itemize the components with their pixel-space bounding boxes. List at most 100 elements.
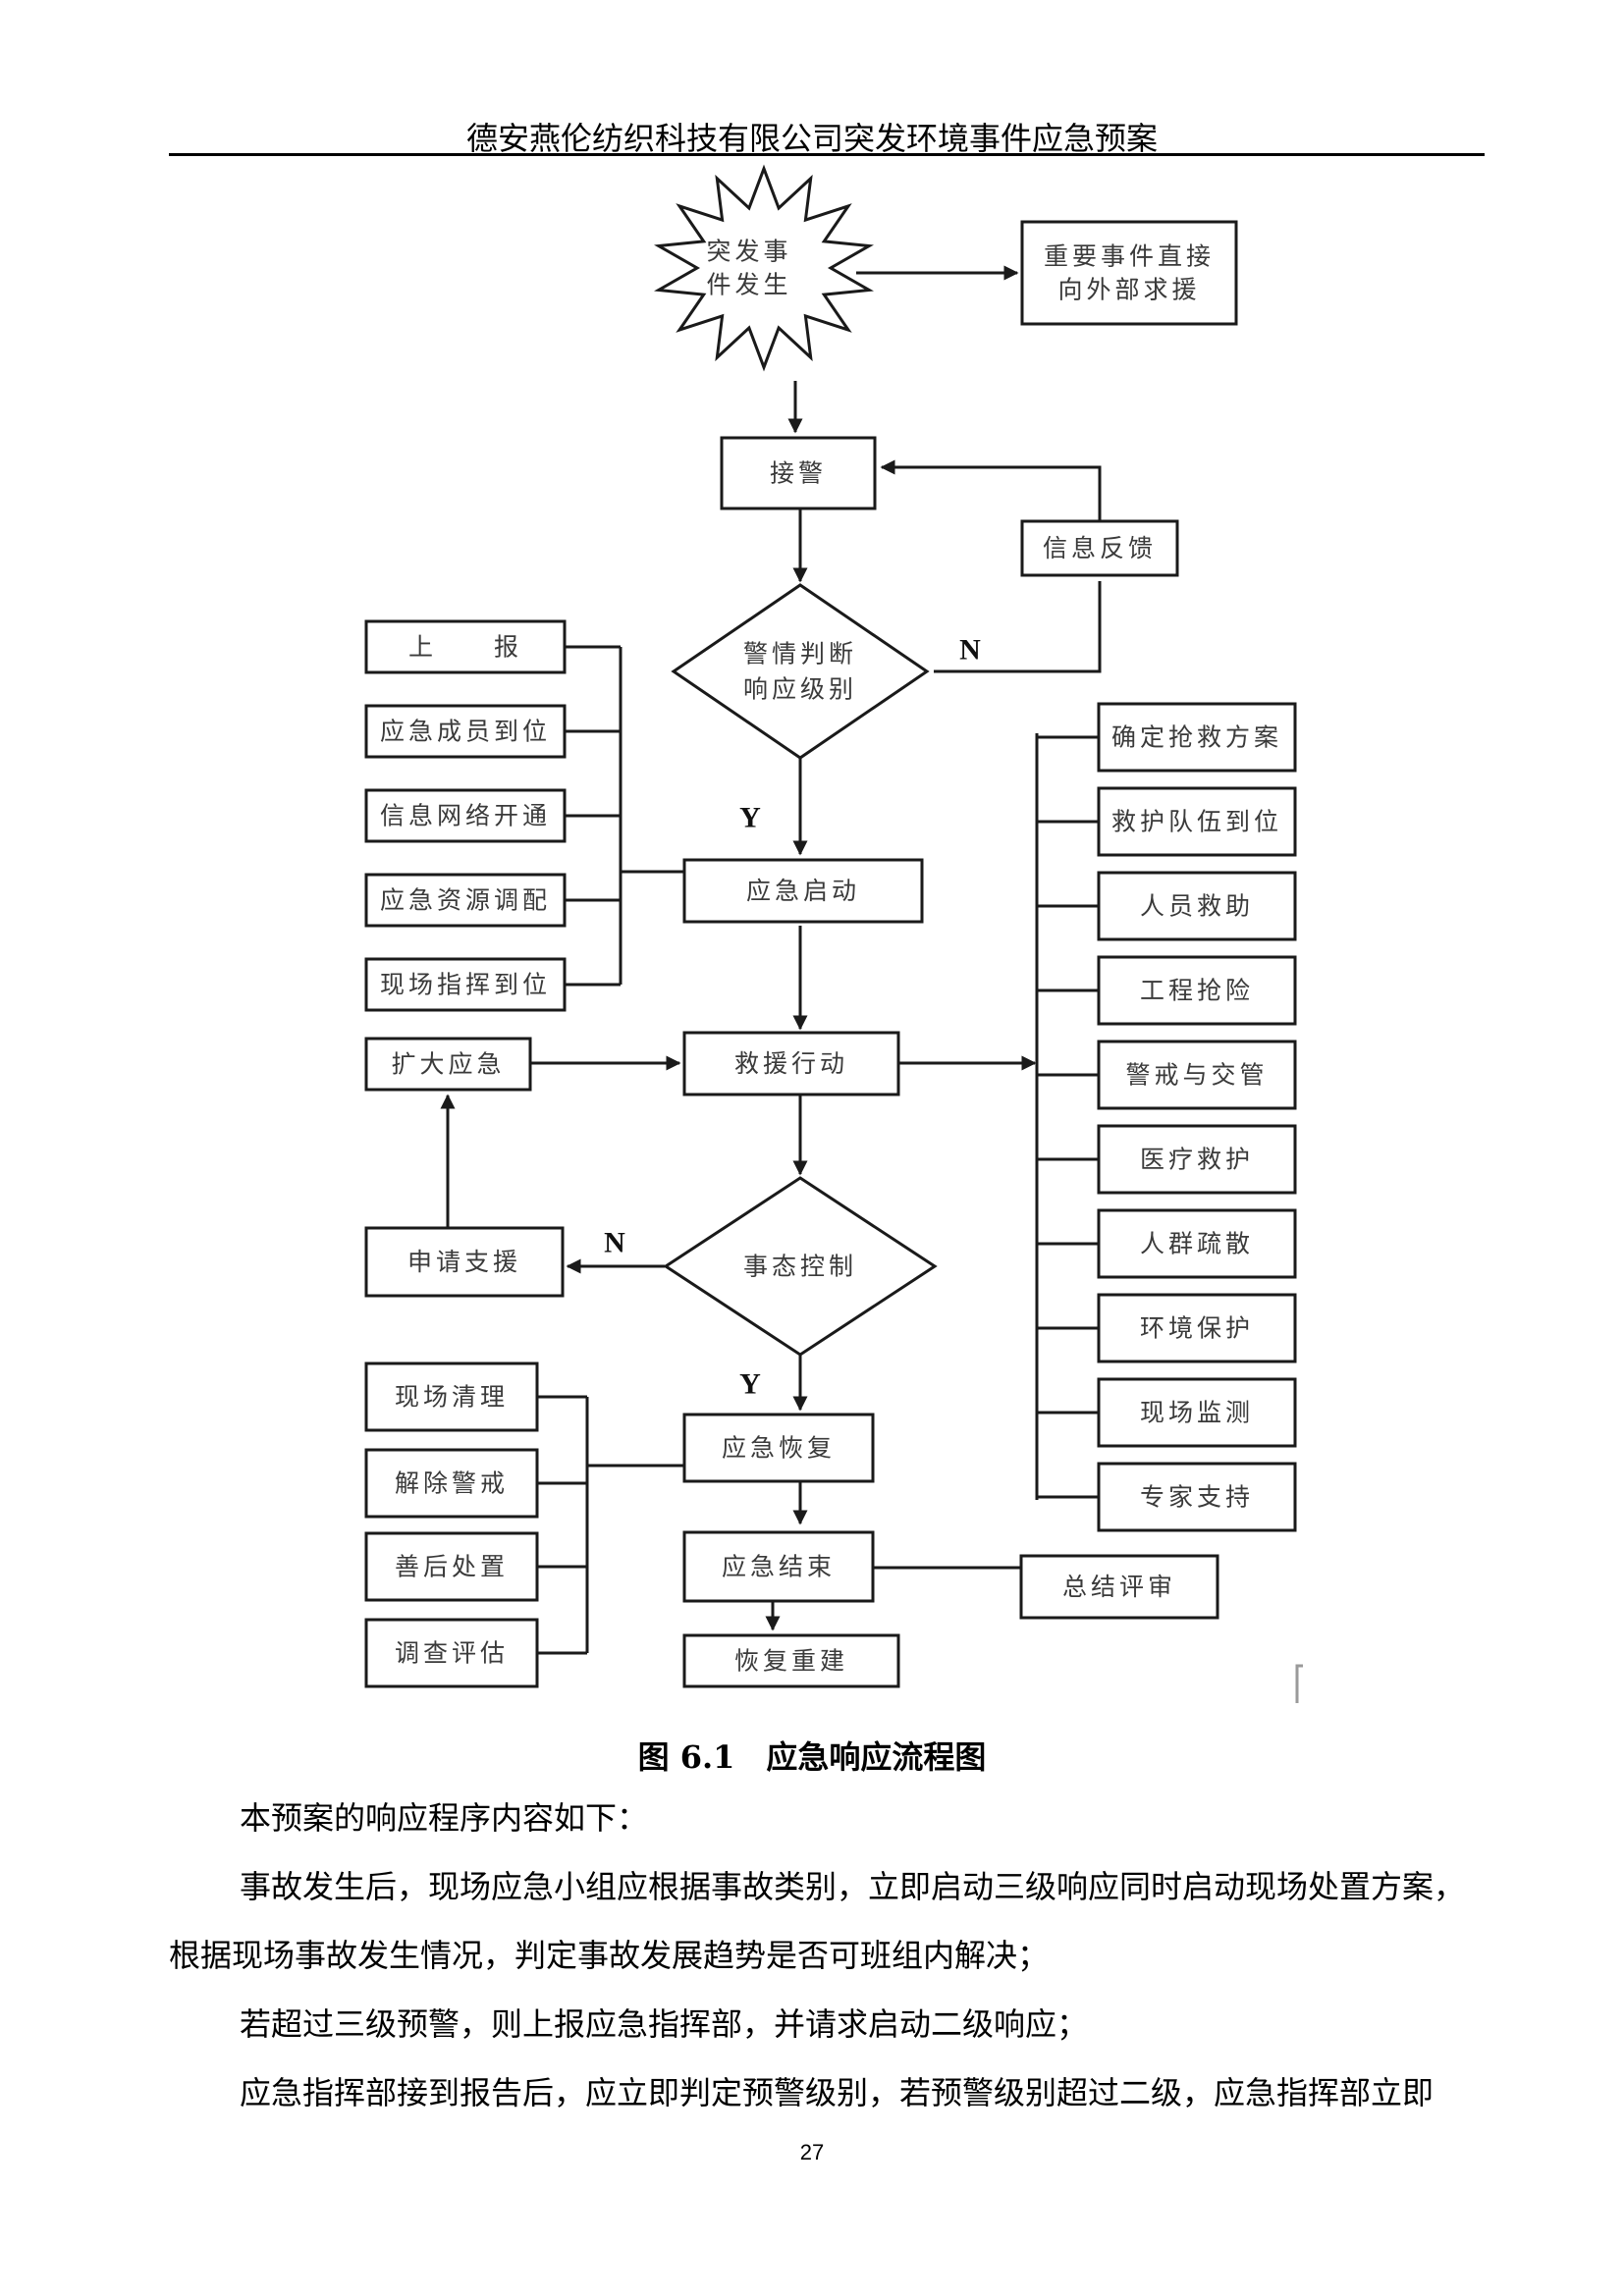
rescue-box-shape [682,1031,900,1096]
rescue-task-2-shape [1097,786,1297,857]
paragraph-4: 应急指挥部接到报告后，应立即判定预警级别，若预警级别超过二级，应急指挥部立即 [240,2074,1435,2111]
recovery-box-shape [682,1413,875,1483]
external-help-box-shape [1020,220,1238,326]
rescue-task-6-shape [1097,1124,1297,1195]
line-judge-no-to-feedback [934,581,1102,673]
recovery-rebuild-box-shape [682,1633,900,1688]
summary-review-box-shape [1019,1554,1219,1620]
paragraph-1: 本预案的响应程序内容如下： [240,1799,649,1837]
page-number: 27 [799,2140,825,2164]
header-rule [169,153,1485,156]
rescue-task-5: 警戒与交管 [1097,1040,1297,1110]
yes-label-control: Y [739,1368,761,1401]
no-label-judge: N [959,634,981,667]
launch-task-5: 现场指挥到位 [364,957,567,1012]
rescue-task-5-shape [1097,1040,1297,1110]
paragraph-2-line-1: 事故发生后，现场应急小组应根据事故类别，立即启动三级响应同时启动现场处置方案， [240,1868,1466,1905]
rescue-task-3-shape [1097,871,1297,941]
launch-task-2-shape [364,704,567,759]
rescue-task-4-label: 工程抢险 [1140,977,1254,1005]
summary-review-box-label: 总结评审 [1062,1573,1176,1601]
judge-decision-label: 警情判断 [743,640,857,668]
start-event-label: 件发生 [706,271,791,299]
control-decision-shape [663,1176,938,1357]
paragraph-2-line-2: 根据现场事故发生情况，判定事故发展趋势是否可班组内解决； [169,1937,1050,1974]
rescue-task-7-label: 人群疏散 [1140,1230,1254,1258]
recovery-task-4-label: 调查评估 [395,1639,509,1668]
recovery-task-1-label: 现场清理 [395,1383,509,1412]
rescue-box: 救援行动 [682,1031,900,1096]
launch-box-label: 应急启动 [746,877,860,905]
external-help-box-label: 重要事件直接 [1044,242,1215,271]
launch-task-2: 应急成员到位 [364,704,567,759]
info-feedback-box-shape [1020,519,1179,577]
recovery-rebuild-box: 恢复重建 [682,1633,900,1688]
arrow-feedback-to-receive [880,459,1102,521]
rescue-task-8-shape [1097,1293,1297,1363]
document-header-title: 德安燕伦纺织科技有限公司突发环境事件应急预案 [465,120,1158,157]
rescue-task-9: 现场监测 [1097,1377,1297,1448]
recovery-task-2-shape [364,1448,539,1519]
launch-task-3-label: 信息网络开通 [380,802,551,830]
paragraph-3: 若超过三级预警，则上报应急指挥部，并请求启动二级响应； [240,2005,1089,2043]
rescue-task-7-shape [1097,1208,1297,1279]
receive-alarm-box: 接警 [720,436,877,510]
rescue-task-8-label: 环境保护 [1140,1314,1254,1343]
rescue-task-10-label: 专家支持 [1140,1483,1254,1512]
launch-box-shape [682,858,924,924]
rescue-task-6: 医疗救护 [1097,1124,1297,1195]
emergency-end-box-label: 应急结束 [722,1553,836,1581]
emergency-end-box-shape [682,1530,875,1603]
receive-alarm-box-shape [720,436,877,510]
info-feedback-box: 信息反馈 [1020,519,1179,577]
judge-decision-label: 响应级别 [743,675,857,704]
launch-task-4-shape [364,873,567,928]
expand-emergency-box-shape [364,1037,532,1092]
rescue-task-10-shape [1097,1462,1297,1532]
expand-emergency-box-label: 扩大应急 [391,1050,505,1079]
yes-label-judge: Y [739,802,761,834]
info-feedback-box-label: 信息反馈 [1043,534,1157,562]
rescue-task-5-label: 警戒与交管 [1125,1061,1268,1090]
recovery-task-1-shape [364,1362,539,1432]
launch-task-1-label: 上 报 [408,633,522,662]
judge-decision-shape [671,583,930,760]
recovery-task-4-shape [364,1618,539,1688]
launch-task-3-shape [364,788,567,843]
no-label-control: N [604,1227,625,1259]
figure-caption: 图 6.1 应急响应流程图 [637,1738,987,1776]
summary-review-box: 总结评审 [1019,1554,1219,1620]
expand-emergency-box: 扩大应急 [364,1037,532,1092]
request-support-box-label: 申请支援 [407,1248,521,1276]
control-decision: 事态控制 [663,1176,938,1357]
launch-task-4-label: 应急资源调配 [380,886,551,915]
rescue-task-3: 人员救助 [1097,871,1297,941]
rescue-task-10: 专家支持 [1097,1462,1297,1532]
rescue-task-4-shape [1097,955,1297,1026]
rescue-task-9-label: 现场监测 [1140,1399,1254,1427]
rescue-task-7: 人群疏散 [1097,1208,1297,1279]
launch-task-5-shape [364,957,567,1012]
rescue-task-8: 环境保护 [1097,1293,1297,1363]
rescue-task-4: 工程抢险 [1097,955,1297,1026]
recovery-task-3-shape [364,1531,539,1602]
rescue-task-2: 救护队伍到位 [1097,786,1297,857]
control-decision-label: 事态控制 [743,1253,857,1281]
rescue-task-1-shape [1097,702,1297,773]
corner-mark [1295,1664,1303,1703]
launch-task-4: 应急资源调配 [364,873,567,928]
launch-task-5-label: 现场指挥到位 [380,971,551,999]
rescue-task-9-shape [1097,1377,1297,1448]
request-support-box: 申请支援 [364,1226,565,1298]
launch-task-1: 上 报 [364,619,567,674]
recovery-task-3-label: 善后处置 [395,1553,509,1581]
rescue-task-2-label: 救护队伍到位 [1111,808,1282,836]
external-help-box-label: 向外部求援 [1057,276,1200,304]
start-event-label: 突发事 [706,238,791,266]
launch-task-3: 信息网络开通 [364,788,567,843]
launch-task-2-label: 应急成员到位 [380,718,551,746]
recovery-task-3: 善后处置 [364,1531,539,1602]
